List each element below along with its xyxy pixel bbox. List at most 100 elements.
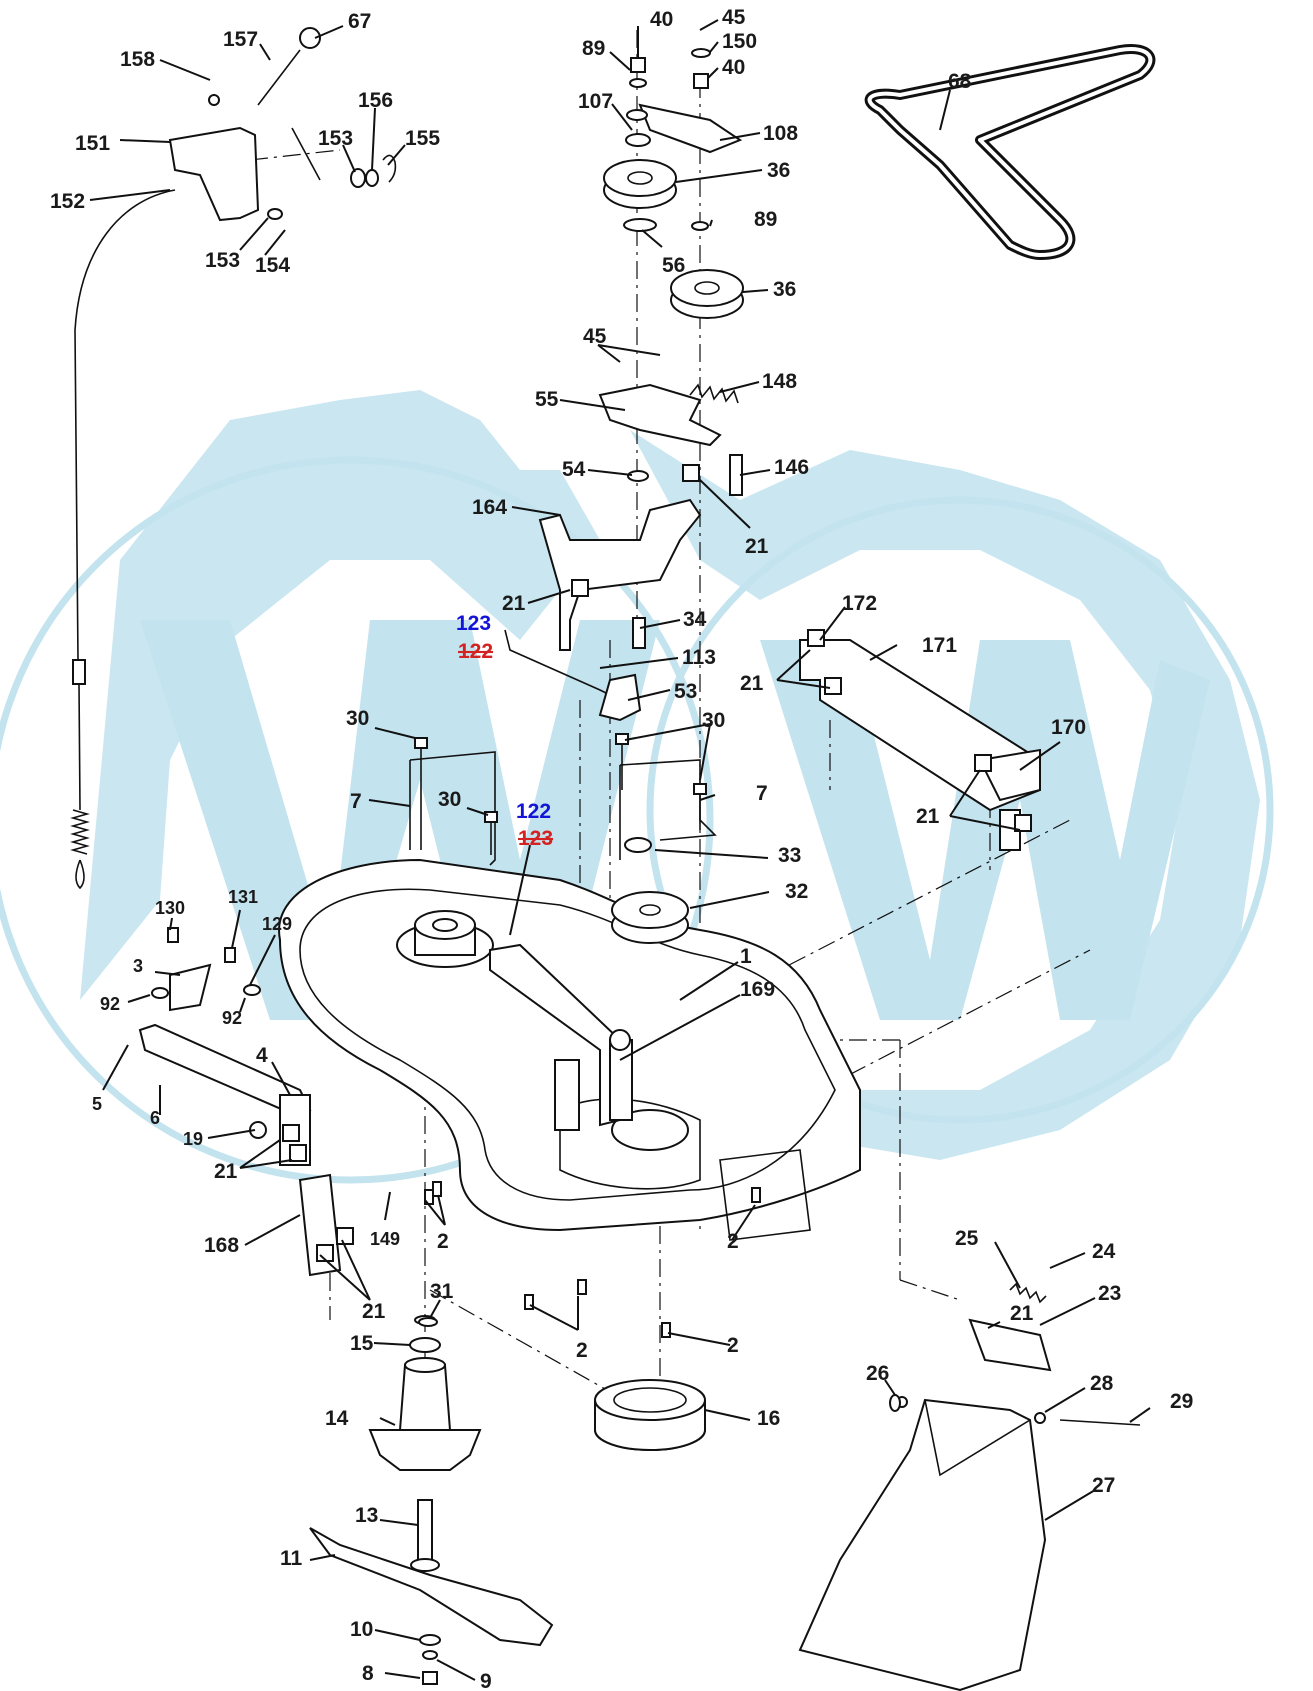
pulley-36-top	[603, 159, 677, 209]
callout-21-left-arm: 21	[214, 1160, 238, 1183]
hardware-bolts	[151, 454, 1032, 1412]
callout-11: 11	[280, 1547, 303, 1570]
callout-7-left: 7	[350, 790, 362, 813]
callout-40-top: 40	[650, 8, 673, 31]
callout-129: 129	[262, 914, 292, 934]
blade-hardware	[419, 1634, 441, 1685]
callout-30-right: 30	[702, 709, 725, 732]
spindle-shaft-13	[410, 1499, 440, 1572]
callout-169: 169	[740, 978, 775, 1001]
callout-107: 107	[578, 90, 613, 113]
callout-23: 23	[1098, 1282, 1121, 1305]
callout-89-mid: 89	[754, 208, 777, 231]
callout-30-mid: 30	[438, 788, 461, 811]
callout-4: 4	[256, 1044, 268, 1067]
callout-89-top: 89	[582, 37, 605, 60]
callout-55: 55	[535, 388, 559, 411]
callout-labels: 67 157 158 156 153 155 151 152 153 154 4…	[50, 6, 1193, 1691]
spring-25	[1009, 1282, 1047, 1304]
callout-148: 148	[762, 370, 797, 393]
callout-123-new: 123	[456, 612, 491, 635]
deflector-bracket-23	[968, 1318, 1052, 1372]
callout-156: 156	[358, 89, 393, 112]
callout-31: 31	[430, 1280, 454, 1303]
callout-149: 149	[370, 1229, 400, 1249]
callout-10: 10	[350, 1618, 373, 1641]
callout-7-right: 7	[756, 782, 768, 805]
deck-spindle	[396, 910, 494, 968]
callout-130: 130	[155, 898, 185, 918]
callout-21-rear-bottom: 21	[916, 805, 940, 828]
drive-belt-68	[864, 44, 1156, 260]
callout-155: 155	[405, 127, 440, 150]
callout-25: 25	[955, 1227, 979, 1250]
callout-172: 172	[842, 592, 877, 615]
callout-54: 54	[562, 458, 586, 481]
callout-2-right: 2	[727, 1230, 739, 1253]
callout-13: 13	[355, 1504, 378, 1527]
callout-158: 158	[120, 48, 155, 71]
callout-1: 1	[740, 945, 752, 968]
bracket-164	[538, 498, 702, 651]
callout-154: 154	[255, 254, 290, 277]
callout-131: 131	[228, 887, 258, 907]
callout-21-upper: 21	[745, 535, 769, 558]
idler-bracket-108	[626, 103, 743, 154]
callout-26: 26	[866, 1362, 889, 1385]
callout-151: 151	[75, 132, 110, 155]
callout-92-left: 92	[100, 994, 120, 1014]
callout-153-top: 153	[318, 127, 353, 150]
callout-19: 19	[183, 1129, 203, 1149]
callout-33: 33	[778, 844, 801, 867]
callout-21-bracket-168: 21	[362, 1300, 386, 1323]
callout-40-mid: 40	[722, 56, 745, 79]
blade-11	[309, 1527, 554, 1647]
bracket-55	[598, 383, 722, 447]
callout-122-new: 122	[516, 800, 551, 823]
callout-53: 53	[674, 680, 697, 703]
callout-14: 14	[325, 1407, 349, 1430]
pulley-36-mid	[670, 269, 744, 319]
callout-168: 168	[204, 1234, 239, 1257]
callout-29: 29	[1170, 1390, 1193, 1413]
callout-2-bottom: 2	[576, 1339, 588, 1362]
callout-157: 157	[223, 28, 258, 51]
callout-21-rear-top: 21	[740, 672, 764, 695]
engagement-lever	[168, 27, 397, 222]
blade-spindle-14	[368, 1315, 482, 1471]
callout-45-mid: 45	[583, 325, 607, 348]
callout-153-bottom: 153	[205, 249, 240, 272]
callout-15: 15	[350, 1332, 374, 1355]
callout-2-center: 2	[437, 1230, 449, 1253]
callout-32: 32	[785, 880, 808, 903]
callout-5: 5	[92, 1094, 102, 1114]
callout-16: 16	[757, 1407, 780, 1430]
callout-68: 68	[948, 70, 972, 93]
discharge-chute-27	[798, 1398, 1047, 1691]
callout-28: 28	[1090, 1372, 1114, 1395]
engagement-cable	[70, 189, 176, 890]
callout-27: 27	[1092, 1474, 1115, 1497]
callout-30-left: 30	[346, 707, 369, 730]
callout-171: 171	[922, 634, 957, 657]
callout-146: 146	[774, 456, 809, 479]
callout-122-old: 122	[458, 640, 493, 663]
callout-34: 34	[683, 608, 707, 631]
callout-21-bracket: 21	[502, 592, 526, 615]
pivot-rod-29	[896, 1396, 1141, 1426]
callout-67: 67	[348, 10, 371, 33]
callout-152: 152	[50, 190, 85, 213]
callout-24: 24	[1092, 1240, 1116, 1263]
callout-8: 8	[362, 1662, 374, 1685]
leader-lines	[89, 19, 1151, 1681]
callout-9: 9	[480, 1670, 492, 1691]
callout-36-top: 36	[767, 159, 790, 182]
callout-2-bottom-right: 2	[727, 1334, 739, 1357]
callout-108: 108	[763, 122, 798, 145]
callout-150: 150	[722, 30, 757, 53]
callout-164: 164	[472, 496, 507, 519]
callout-92-right: 92	[222, 1008, 242, 1028]
control-rod	[504, 629, 642, 722]
callout-21-chute: 21	[1010, 1302, 1034, 1325]
callout-3: 3	[133, 956, 143, 976]
